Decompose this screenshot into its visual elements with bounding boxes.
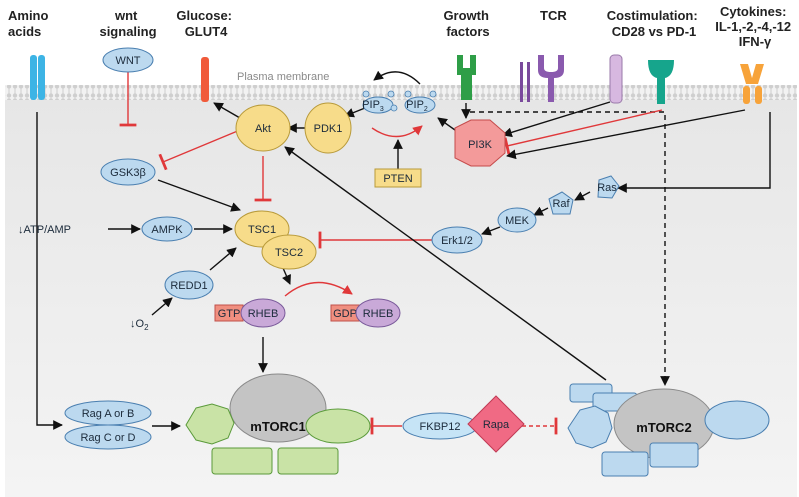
arrow-o2-redd1 [151, 297, 173, 316]
svg-text:Ras: Ras [597, 182, 617, 194]
inhibit-pd1-pi3k [503, 109, 663, 155]
header-amino-acids: Amino acids [8, 8, 52, 39]
svg-text:Erk1/2: Erk1/2 [441, 235, 473, 247]
ampk-node: AMPK [141, 216, 193, 242]
header-wnt-signaling: wnt signaling [99, 8, 156, 39]
arrow-rheb-conversion [284, 281, 353, 297]
header-growth-factors: Growth factors [443, 8, 492, 39]
cd28-receptor-icon [609, 54, 623, 104]
mtorc2-complex: mTORC2 [567, 383, 770, 477]
cytokine-receptor-icon [740, 64, 764, 104]
svg-text:GDP: GDP [333, 308, 357, 320]
arrow-mek-erk [481, 226, 501, 236]
svg-text:FKBP12: FKBP12 [420, 421, 461, 433]
rapamycin-node: Rapa [467, 395, 525, 453]
header-glucose: Glucose: GLUT4 [176, 8, 235, 39]
arrow-amino-to-rag [36, 112, 63, 430]
arrow-redd1-tsc [209, 247, 237, 271]
arrow-cytokine-pi3k [506, 109, 746, 160]
arrow-gsk3b-tsc [157, 179, 241, 212]
svg-text:Akt: Akt [255, 123, 271, 135]
ras-node: Ras [597, 175, 620, 199]
arrow-tsc2-down [281, 267, 291, 285]
svg-text:TSC2: TSC2 [275, 247, 303, 259]
growth-factor-receptor-icon [457, 55, 476, 100]
dashed-gf-mtorc2 [470, 111, 670, 386]
svg-text:REDD1: REDD1 [170, 280, 207, 292]
svg-text:PDK1: PDK1 [314, 123, 343, 135]
svg-text:PTEN: PTEN [383, 173, 412, 185]
pip2-node: PIP2 [404, 90, 437, 114]
arrow-cytokine-ras [617, 112, 771, 193]
svg-text:GTP: GTP [218, 308, 241, 320]
redd1-node: REDD1 [164, 270, 214, 300]
arrow-pip2-pip3 [373, 70, 421, 85]
arrow-cd28-pi3k [502, 101, 611, 138]
header-costimulation: Costimulation: CD28 vs PD-1 [607, 8, 702, 39]
arrow-pip3-pdk1 [344, 107, 366, 118]
arrow-ras-raf [574, 191, 591, 201]
inhibit-akt-gsk3b [158, 129, 241, 171]
gsk3b-node: GSK3β [100, 158, 156, 186]
arrow-akt-glut4 [213, 102, 241, 119]
rag-ab-node: Rag A or B [64, 400, 152, 426]
svg-text:GSK3β: GSK3β [110, 167, 146, 179]
svg-text:TSC1: TSC1 [248, 224, 276, 236]
plasma-membrane [5, 85, 797, 100]
svg-text:AMPK: AMPK [151, 224, 183, 236]
svg-text:PI3K: PI3K [468, 139, 493, 151]
svg-text:Raf: Raf [552, 198, 570, 210]
svg-text:PIP3: PIP3 [362, 99, 384, 113]
amino-acid-transporter-icon [30, 55, 45, 100]
arrow-pi3k-pip2 [437, 117, 456, 131]
svg-text:RHEB: RHEB [248, 308, 279, 320]
akt-node: Akt [235, 104, 291, 152]
plasma-membrane-label: Plasma membrane [237, 71, 329, 83]
svg-text:Rag C or D: Rag C or D [80, 432, 135, 444]
svg-text:MEK: MEK [505, 215, 530, 227]
glut4-transporter-icon [201, 57, 209, 102]
wnt-node: WNT [102, 47, 154, 73]
raf-node: Raf [548, 191, 574, 215]
atp-amp-label: ↓ATP/AMP [18, 224, 71, 236]
pd1-receptor-icon [648, 60, 674, 104]
svg-text:PIP2: PIP2 [406, 99, 428, 113]
svg-text:mTORC1: mTORC1 [250, 419, 305, 434]
arrow-mtorc2-akt [284, 146, 607, 381]
mtorc1-complex: mTORC1 [185, 373, 371, 475]
fkbp12-node: FKBP12 [402, 412, 478, 440]
svg-text:Rag A or B: Rag A or B [82, 408, 135, 420]
rheb-gtp-node: GTP RHEB [214, 298, 286, 328]
arrow-raf-mek [533, 206, 549, 216]
pten-node: PTEN [374, 168, 422, 188]
svg-text:mTORC2: mTORC2 [636, 420, 691, 435]
svg-text:RHEB: RHEB [363, 308, 394, 320]
pi3k-node: PI3K [454, 119, 506, 167]
rheb-gdp-node: GDP RHEB [330, 298, 401, 328]
arrow-pten-conversion [371, 125, 423, 138]
pdk1-node: PDK1 [304, 102, 352, 154]
header-tcr: TCR [540, 8, 567, 23]
erk-node: Erk1/2 [431, 226, 483, 254]
svg-text:Rapa: Rapa [483, 419, 510, 431]
tsc2-node: TSC2 [261, 234, 317, 270]
svg-text:WNT: WNT [115, 55, 140, 67]
rag-cd-node: Rag C or D [64, 424, 152, 450]
tcr-icon [520, 55, 564, 102]
mek-node: MEK [497, 207, 537, 233]
header-cytokines: Cytokines: IL-1,-2,-4,-12 IFN-γ [715, 4, 794, 49]
oxygen-label: ↓O2 [130, 318, 149, 332]
pip3-node: PIP3 [362, 90, 398, 114]
